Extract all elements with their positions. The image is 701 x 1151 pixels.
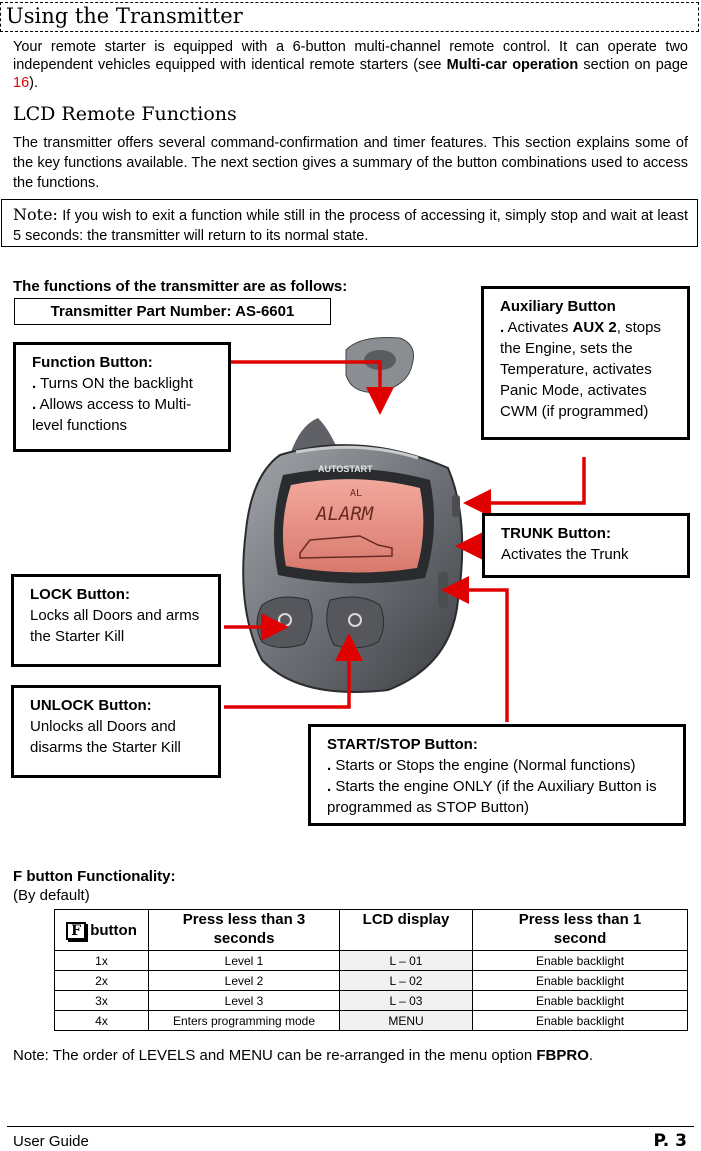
header-lcd-display: LCD display [339,909,473,951]
callout-unlock: UNLOCK Button: Unlocks all Doors and dis… [11,685,221,778]
aux-button-icon [364,350,396,370]
callout-lock: LOCK Button: Locks all Doors and arms th… [11,574,221,667]
note-body: If you wish to exit a function while sti… [13,208,688,244]
callout-start-line1: Starts or Stops the engine (Normal funct… [331,757,636,774]
callout-trunk-text: Activates the Trunk [501,546,629,563]
lcd-paragraph: The transmitter offers several command-c… [13,135,688,191]
trunk-button[interactable] [452,495,460,517]
fbutton-table: F button Press less than 3 seconds LCD d… [54,909,688,1031]
callout-aux-title: Auxiliary Button [500,298,616,315]
lcd-heading: LCD Remote Functions [13,103,237,125]
fbutton-subheading: (By default) [13,887,90,904]
header-button: F button [54,909,149,951]
callout-trunk: TRUNK Button: Activates the Trunk [482,513,690,578]
callout-aux-text: , stops the Engine, sets the Temperature… [500,319,661,420]
arrow-function [230,360,394,415]
lcd-sub-text: AL [350,488,362,499]
callout-function-line1: Turns ON the backlight [36,375,193,392]
footer-rule [7,1126,694,1127]
page-number: P. 3 [653,1131,687,1151]
header-press-3s: Press less than 3 seconds [148,909,340,951]
footer-left: User Guide [13,1133,89,1150]
callout-function-title: Function Button: [32,354,153,371]
lcd-alarm-text: ALARM [315,503,374,525]
fbpro-label: FBPRO [536,1047,589,1064]
page-reference-link[interactable]: 16 [13,75,30,91]
intro-text-3: ). [29,75,38,91]
start-stop-button[interactable] [438,572,448,608]
page-title: Using the Transmitter [6,4,243,28]
arrow-aux [463,457,586,517]
note-label: Note: [13,205,58,224]
note-box [1,199,698,247]
header-press-1s: Press less than 1 second [472,909,688,951]
f-key-icon: F [66,921,87,940]
table-header-row: F button Press less than 3 seconds LCD d… [54,909,688,951]
callout-lock-title: LOCK Button: [30,586,130,603]
unlock-button[interactable] [326,596,384,649]
lock-button[interactable] [256,596,313,648]
callout-unlock-title: UNLOCK Button: [30,697,152,714]
fbutton-heading: F button Functionality: [13,868,176,885]
callout-trunk-title: TRUNK Button: [501,525,611,542]
arrow-unlock [224,633,363,709]
part-number-box: Transmitter Part Number: AS-6601 [14,298,331,325]
multi-car-link-text: Multi-car operation [446,57,579,73]
callout-unlock-text: Unlocks all Doors and disarms the Starte… [30,718,181,756]
aux2-label: AUX 2 [572,319,617,336]
note-text: Note: If you wish to exit a function whi… [13,205,688,246]
intro-text-2: section on page [578,57,688,73]
callout-aux: Auxiliary Button . Activates AUX 2, stop… [481,286,690,440]
unlock-icon [348,613,362,627]
lcd-screen [282,479,424,573]
callout-start-title: START/STOP Button: [327,736,478,753]
header-button-label: button [90,921,137,939]
arrow-start-stop [441,576,509,722]
intro-text: Your remote starter is equipped with a 6… [13,39,688,73]
functions-heading: The functions of the transmitter are as … [13,278,348,295]
callout-start-stop: START/STOP Button: . Starts or Stops the… [308,724,686,826]
callout-lock-text: Locks all Doors and arms the Starter Kil… [30,607,200,645]
callout-start-line2: Starts the engine ONLY (if the Auxiliary… [327,778,657,816]
bottom-note: Note: The order of LEVELS and MENU can b… [13,1047,594,1064]
lcd-car-icon [299,535,393,559]
brand-label: AUTOSTART [318,464,373,474]
callout-function-line2: Allows access to Multi-level functions [32,396,192,434]
title-bar [0,2,699,32]
intro-paragraph: Your remote starter is equipped with a 6… [13,38,688,92]
callout-function: Function Button: . Turns ON the backligh… [13,342,231,452]
